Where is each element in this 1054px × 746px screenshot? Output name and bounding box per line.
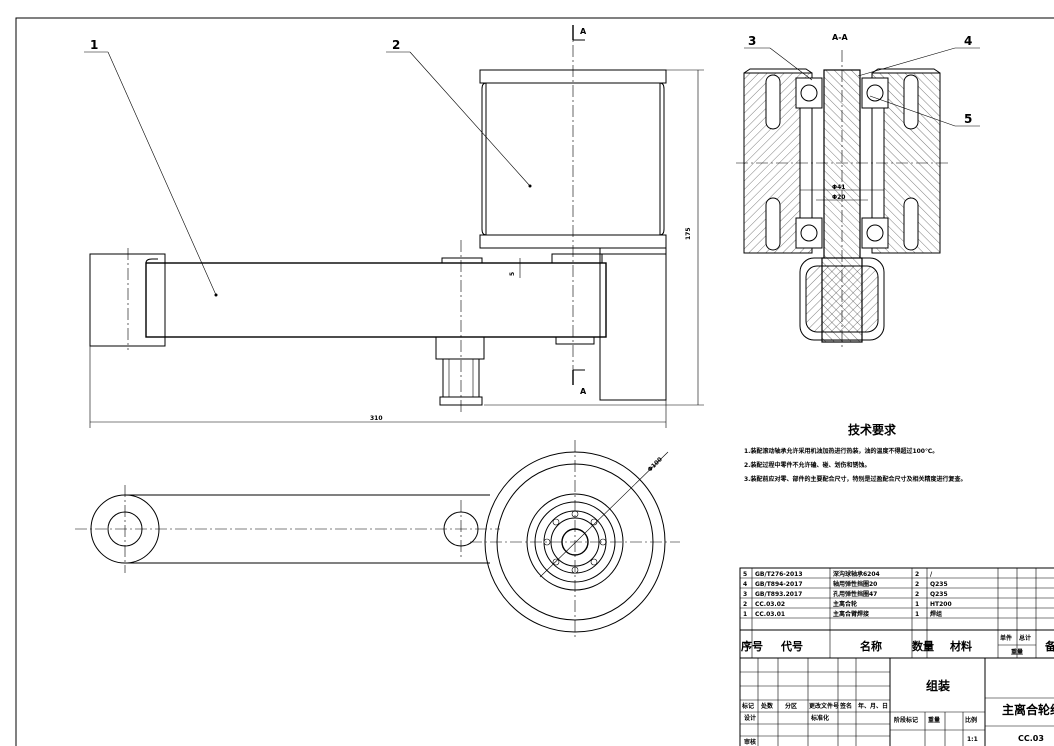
col-label-count: 处数 bbox=[760, 702, 774, 710]
role-standard: 标准化 bbox=[810, 714, 829, 722]
title-assembly: 组装 bbox=[926, 678, 950, 693]
header-name: 名称 bbox=[860, 639, 882, 653]
header-material: 材料 bbox=[950, 639, 972, 653]
part-row-3-code: GB/T893.2017 bbox=[755, 591, 802, 598]
header-qty: 数量 bbox=[912, 639, 934, 653]
header-code: 代号 bbox=[780, 639, 803, 653]
section-mark-bottom: A bbox=[580, 387, 587, 396]
dim-height: 175 bbox=[685, 227, 692, 240]
part-row-3-name: 孔用弹性挡圈47 bbox=[833, 590, 877, 598]
col-label-zone: 分区 bbox=[785, 702, 797, 710]
part-row-4-no: 4 bbox=[743, 581, 747, 588]
part-row-5-code: GB/T276-2013 bbox=[755, 571, 803, 578]
header-total-mass: 总计 bbox=[1019, 634, 1031, 642]
part-row-1-name: 主离合臂焊接 bbox=[833, 610, 869, 618]
col-label-date: 年、月、日 bbox=[858, 702, 888, 710]
tech-item-1: 1.装配滚动轴承允许采用机油加热进行热装，油的温度不得超过100℃。 bbox=[744, 447, 938, 455]
part-row-3-no: 3 bbox=[743, 591, 747, 598]
title-drawing-no: CC.03 bbox=[1018, 734, 1044, 743]
tech-item-3: 3.装配前应对零、部件的主要配合尺寸，特别是过盈配合尺寸及相关精度进行复查。 bbox=[744, 475, 966, 483]
part-row-5-qty: 2 bbox=[915, 571, 919, 578]
part-row-4-name: 轴用弹性挡圈20 bbox=[833, 580, 877, 588]
part-row-3-material: Q235 bbox=[930, 591, 948, 598]
callout-3: 3 bbox=[748, 34, 756, 48]
callout-5: 5 bbox=[964, 112, 972, 126]
dim-bore2: Φ20 bbox=[832, 194, 845, 201]
col-label-mark: 标记 bbox=[741, 702, 754, 710]
part-row-1-qty: 1 bbox=[915, 611, 919, 618]
dim-overall-length: 310 bbox=[370, 415, 383, 422]
part-row-4-qty: 2 bbox=[915, 581, 919, 588]
header-note: 备 bbox=[1044, 639, 1054, 653]
part-row-2-material: HT200 bbox=[930, 601, 952, 608]
section-view: A-A Φ41 Φ20 3 4 5 bbox=[736, 33, 980, 350]
callout-2: 2 bbox=[392, 38, 400, 52]
callout-1: 1 bbox=[90, 38, 98, 52]
part-row-2-qty: 1 bbox=[915, 601, 919, 608]
parts-list: 5 GB/T276-2013 深沟球轴承6204 2 / 4 GB/T894-2… bbox=[739, 567, 1054, 659]
col-label-signature: 签名 bbox=[839, 702, 852, 710]
part-row-4-code: GB/T894-2017 bbox=[755, 581, 803, 588]
dim-small-offset: 5 bbox=[509, 272, 516, 276]
dim-bore1: Φ41 bbox=[832, 184, 845, 191]
title-ratio-label: 比例 bbox=[965, 716, 977, 724]
tech-requirements: 技术要求 1.装配滚动轴承允许采用机油加热进行热装，油的温度不得超过100℃。 … bbox=[744, 422, 966, 483]
role-review: 审核 bbox=[744, 738, 756, 746]
part-row-5-no: 5 bbox=[743, 571, 747, 578]
part-row-3-qty: 2 bbox=[915, 591, 919, 598]
role-design: 设计 bbox=[744, 714, 756, 722]
part-row-5-material: / bbox=[930, 571, 933, 578]
header-no: 序号 bbox=[741, 639, 763, 653]
part-row-2-code: CC.03.02 bbox=[755, 601, 785, 608]
callout-4: 4 bbox=[964, 34, 972, 48]
top-view: Φ100 bbox=[75, 440, 680, 640]
tech-item-2: 2.装配过程中零件不允许磕、碰、划伤和锈蚀。 bbox=[744, 461, 870, 469]
part-row-2-no: 2 bbox=[743, 601, 747, 608]
part-row-2-name: 主离合轮 bbox=[833, 600, 857, 608]
header-unit-mass: 单件 bbox=[1000, 634, 1012, 642]
title-scale: 1:1 bbox=[967, 736, 978, 743]
front-view: A A 310 175 5 1 2 bbox=[84, 25, 704, 428]
part-row-5-name: 深沟球轴承6204 bbox=[833, 570, 880, 578]
part-row-1-no: 1 bbox=[743, 611, 747, 618]
part-row-1-code: CC.03.01 bbox=[755, 611, 785, 618]
title-stage-label: 阶段标记 bbox=[894, 716, 918, 724]
title-drawing: 主离合轮组装 bbox=[1002, 702, 1054, 717]
title-block: 组装 主离合轮组装 CC.03 1:1 阶段标记 重量 比例 标记 处数 分区 … bbox=[739, 657, 1054, 746]
section-mark-top: A bbox=[580, 27, 587, 36]
dim-diameter: Φ100 bbox=[646, 456, 663, 473]
drawing-border bbox=[15, 17, 1054, 746]
col-label-change-doc: 更改文件号 bbox=[809, 702, 839, 710]
part-row-1-material: 焊组 bbox=[930, 610, 942, 618]
title-weight-label: 重量 bbox=[928, 716, 940, 724]
section-label: A-A bbox=[832, 33, 849, 42]
header-mass: 重量 bbox=[1011, 648, 1023, 656]
tech-title: 技术要求 bbox=[848, 422, 897, 437]
part-row-4-material: Q235 bbox=[930, 581, 948, 588]
